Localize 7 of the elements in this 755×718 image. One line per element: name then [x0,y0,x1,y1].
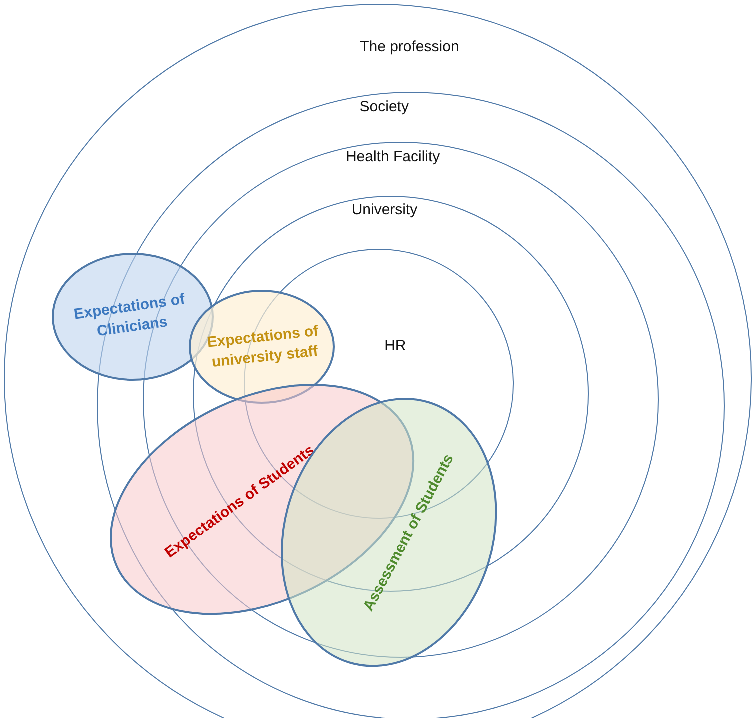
ellipse-label: Expectations of Clinicians [72,290,188,342]
ellipse-label: Expectations of university staff [206,322,320,372]
circle-label: HR [384,338,406,355]
circle-label: The profession [360,38,460,56]
circle-label: Society [360,98,409,116]
circle-label: Health Facility [346,148,440,166]
circle-label: University [352,201,418,218]
